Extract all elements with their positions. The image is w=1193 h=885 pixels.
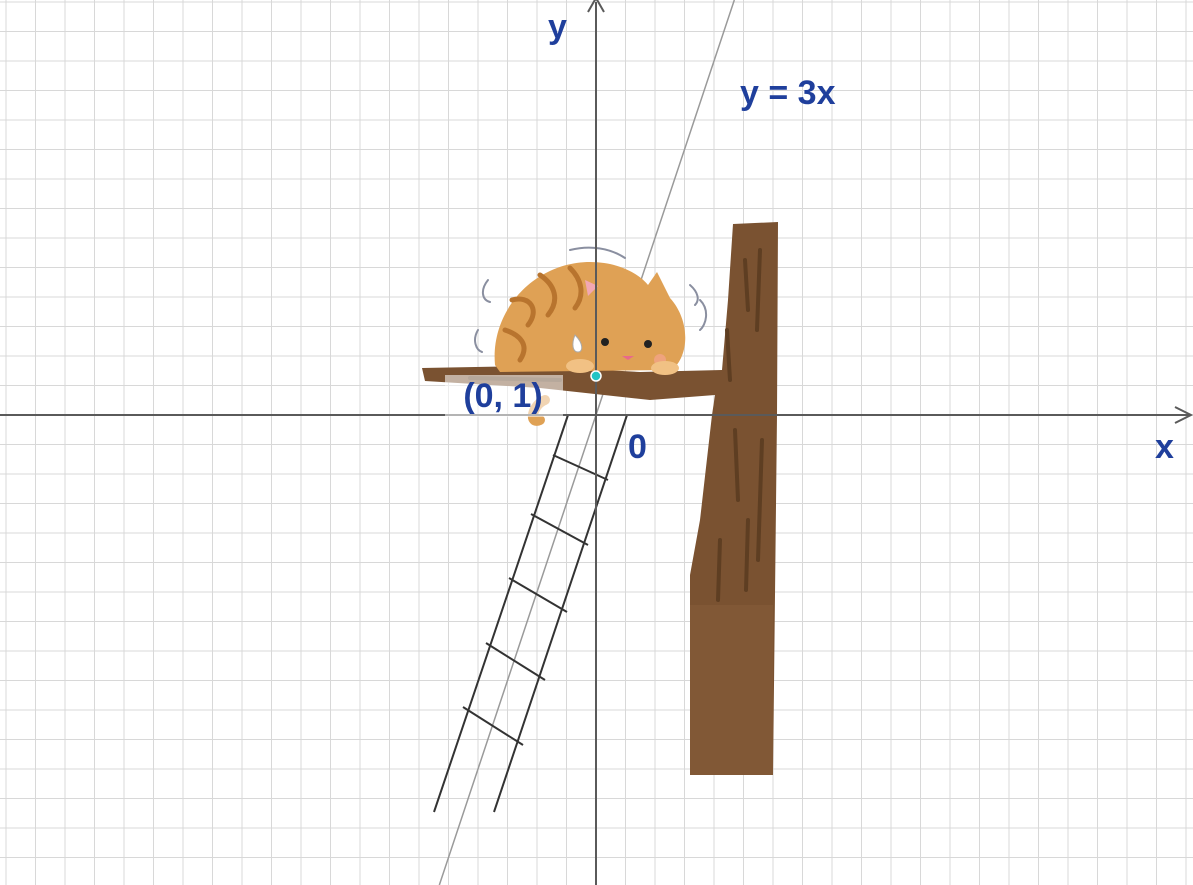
point-label-background — [445, 375, 563, 417]
ladder-icon — [433, 414, 628, 813]
y-axis-label: y — [548, 8, 567, 46]
cat-icon — [474, 246, 707, 426]
tree-icon — [422, 222, 778, 775]
y-axis-arrow — [587, 0, 605, 13]
line-y-equals-3x — [438, 0, 736, 885]
x-axis-label: x — [1155, 428, 1174, 466]
point-0-1-marker — [590, 370, 602, 382]
origin-label: 0 — [628, 428, 647, 466]
point-label: (0, 1) — [463, 377, 542, 415]
equation-label: y = 3x — [740, 74, 836, 112]
x-axis-arrow — [1174, 406, 1193, 424]
